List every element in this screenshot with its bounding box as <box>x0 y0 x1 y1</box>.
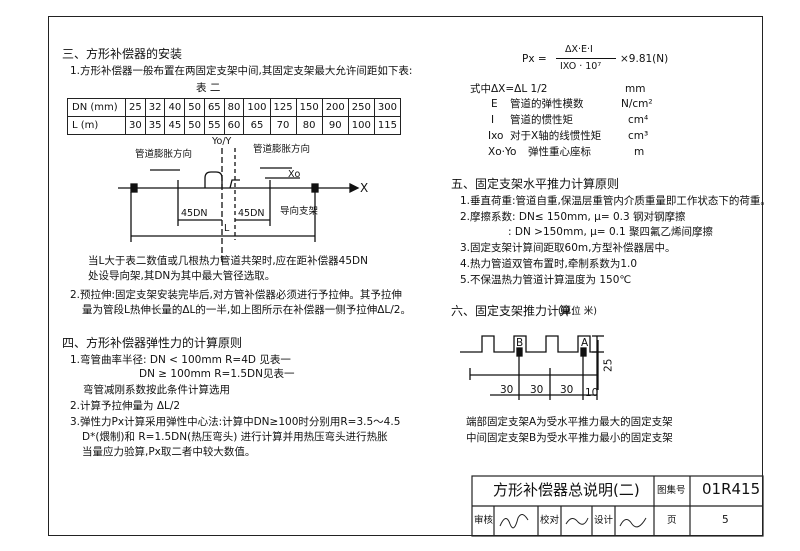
section5-item: : DN >150mm, μ= 0.1 聚四氟乙烯间摩擦 <box>508 226 713 238</box>
section5-title: 五、固定支架水平推力计算原则 <box>451 177 620 191</box>
formula-denominator: IXO · 10⁷ <box>560 61 602 72</box>
table-cell: 30 <box>125 116 146 135</box>
formula-lhs: Px = <box>522 53 547 65</box>
definition-unit-mm: mm <box>625 83 646 95</box>
dim-45dn-left: 45DN <box>181 208 208 219</box>
definition-unit: cm⁴ <box>628 114 649 126</box>
guide-support-label: 导向支架 <box>280 206 319 217</box>
section6-title: 六、固定支架推力计算: <box>451 304 576 318</box>
note-line-2: 处设导向架,其DN为其中最大管径选取。 <box>88 270 276 282</box>
drawing-title: 方形补偿器总说明(二) <box>493 481 640 499</box>
table-cell: 70 <box>269 116 297 135</box>
page-label: 页 <box>667 515 677 526</box>
definition-unit: m <box>634 146 645 158</box>
definition-desc: 弹性重心座标 <box>528 146 591 158</box>
definition-symbol: I <box>491 114 495 126</box>
dim-30-third: 30 <box>560 384 574 396</box>
spacing-table: DN (mm) 25 32 40 50 65 80 100 125 150 20… <box>67 98 401 135</box>
section4-note: 弯管减刚系数按此条件计算选用 <box>83 384 230 396</box>
y-axis-label: Yo/Y <box>212 136 232 147</box>
figure-caption-2: 中间固定支架B为受水平推力最小的固定支架 <box>466 432 673 444</box>
pipe-expansion-label-left: 管道膨胀方向 <box>135 149 193 160</box>
definition-unit: N/cm² <box>621 98 653 110</box>
item2-line-2: 量为管段L热伸长量的ΔL的一半,如上图所示在补偿器一侧予拉伸ΔL/2。 <box>82 304 411 316</box>
table-row-label: L (m) <box>67 116 126 135</box>
section5-item: 5.不保温热力管道计算温度为 150℃ <box>460 274 632 286</box>
section5-item: 3.固定支架计算间距取60m,方型补偿器居中。 <box>460 242 676 254</box>
section3-title: 三、方形补偿器的安装 <box>62 47 183 61</box>
table-row: L (m) 30 35 45 50 55 60 65 70 80 90 100 … <box>67 116 401 135</box>
section4-item2: 2.计算予拉伸量为 ΔL/2 <box>70 400 181 412</box>
section4-item3-line1: 3.弹性力Px计算采用弹性中心法:计算中DN≥100时分别用R=3.5～4.5 <box>70 416 401 428</box>
definition-desc: 管道的惯性矩 <box>510 114 573 126</box>
definition-unit: cm³ <box>628 130 649 142</box>
section5-item: 1.垂直荷重:管道自重,保温层重管内介质重量即工作状态下的荷重。 <box>460 195 771 207</box>
page-number: 5 <box>722 514 729 526</box>
definition-symbol: E <box>491 98 498 110</box>
definition-desc: 对于X轴的线惯性矩 <box>510 130 602 142</box>
xo-label: Xo <box>288 169 301 180</box>
definition-symbol: Ixo <box>488 130 504 142</box>
section4-item1: 1.弯管曲率半径: DN < 100mm R=4D 见表一 <box>70 354 291 366</box>
dim-l-label: L <box>224 223 230 234</box>
section4-item3-line3: 当量应力验算,Px取二者中较大数值。 <box>82 446 256 458</box>
section6-unit: (单位 米) <box>558 306 597 317</box>
check-label: 校对 <box>540 515 560 526</box>
formula-numerator: ΔX·E·I <box>565 44 593 55</box>
section4-item3-line2: D*(煨制)和 R=1.5DN(热压弯头) 进行计算并用热压弯头进行热胀 <box>82 431 388 443</box>
x-axis-label: X <box>360 181 369 195</box>
section5-item: 4.热力管道双管布置时,牵制系数为1.0 <box>460 258 638 270</box>
atlas-number: 01R415 <box>702 480 761 498</box>
section5-item: 2.摩擦系数: DN≤ 150mm, μ= 0.3 钢对钢摩擦 <box>460 211 686 223</box>
support-a-label: A <box>581 337 589 349</box>
dim-45dn-right: 45DN <box>238 208 265 219</box>
dim-10: 10 <box>585 387 599 399</box>
definitions-title: 式中ΔX=ΔL 1/2 <box>470 83 548 95</box>
drawing-frame <box>48 16 763 536</box>
table-caption: 表 二 <box>196 82 221 94</box>
design-label: 设计 <box>594 515 614 526</box>
item2-line-1: 2.预拉伸:固定支架安装完毕后,对方管补偿器必须进行予拉伸。其予拉伸 <box>70 289 402 301</box>
table-cell: 80 <box>295 116 323 135</box>
support-b-label: B <box>516 337 524 349</box>
note-line-1: 当L大于表二数值或几根热力管道共架时,应在距补偿器45DN <box>88 255 368 267</box>
dim-30-first: 30 <box>500 384 514 396</box>
signature-marks <box>499 514 647 529</box>
formula-tail: ×9.81(N) <box>620 53 669 65</box>
table-cell: 115 <box>373 116 401 135</box>
atlas-number-label: 图集号 <box>657 485 686 496</box>
section3-item1: 1.方形补偿器一般布置在两固定支架中间,其固定支架最大允许间距如下表: <box>70 65 413 77</box>
table-cell: 60 <box>223 116 245 135</box>
review-label: 审核 <box>474 515 494 526</box>
figure-caption-1: 端部固定支架A为受水平推力最大的固定支架 <box>466 416 673 428</box>
table-row: DN (mm) 25 32 40 50 65 80 100 125 150 20… <box>67 98 401 117</box>
pipe-expansion-label-right: 管道膨胀方向 <box>253 144 311 155</box>
definition-desc: 管道的弹性模数 <box>510 98 584 110</box>
fraction-bar <box>556 58 616 59</box>
definition-symbol: Xo·Yo <box>488 146 517 158</box>
section4-item1b: DN ≥ 100mm R=1.5DN见表一 <box>139 368 295 380</box>
dim-30-second: 30 <box>530 384 544 396</box>
section4-title: 四、方形补偿器弹性力的计算原则 <box>62 336 243 350</box>
